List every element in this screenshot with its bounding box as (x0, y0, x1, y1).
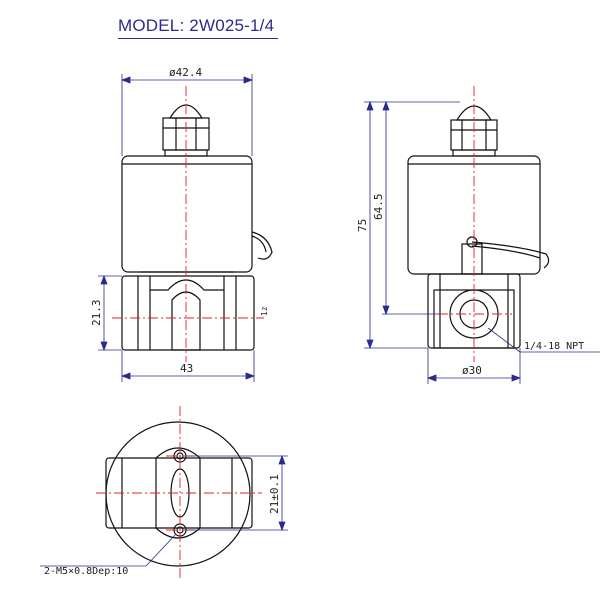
side-wire (471, 241, 550, 269)
dim-port-thread: 1/4-18 NPT (524, 341, 584, 352)
dim-front-width-bottom: 43 (180, 362, 193, 375)
front-center-neck (150, 279, 224, 291)
title-underline (118, 38, 278, 39)
dim-front-width-top: ø42.4 (169, 66, 202, 79)
small-mark: 1z (260, 306, 269, 316)
dim-side-coil-height: 64.5 (372, 194, 385, 221)
bottom-coil-outline (105, 421, 251, 567)
dim-side-total-height: 75 (356, 219, 369, 232)
front-view (121, 104, 273, 351)
bottom-centerlines (96, 406, 262, 580)
bottom-view (105, 421, 253, 567)
dim-side-width-bottom: ø30 (462, 364, 482, 377)
side-dimensions (364, 100, 600, 384)
dim-mount-spacing: 21±0.1 (268, 474, 281, 514)
dim-mount-holes: 2-M5×0.8Dep:10 (44, 566, 128, 577)
dim-front-height-body: 21.3 (90, 300, 103, 327)
side-centerlines (438, 86, 512, 362)
front-valve-body (121, 275, 255, 351)
front-centerlines (112, 86, 264, 362)
side-view (407, 105, 550, 349)
bottom-dimensions (40, 454, 288, 567)
front-dimensions (98, 74, 256, 382)
model-title: MODEL: 2W025-1/4 (118, 16, 275, 35)
front-coil (121, 155, 253, 273)
front-wire (251, 231, 273, 260)
